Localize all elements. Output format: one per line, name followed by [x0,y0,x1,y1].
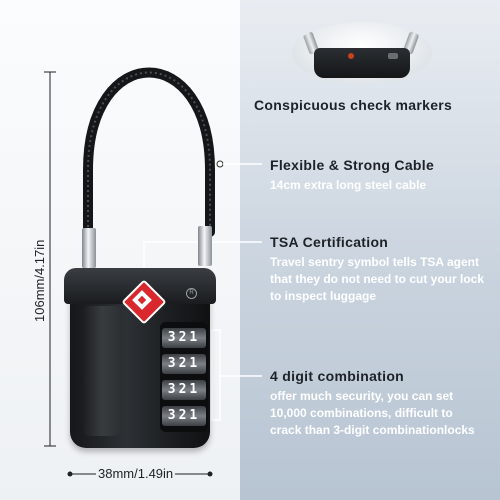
dial-wheel-4[interactable]: 321 [162,406,206,426]
check-marker-inset-photo [292,22,432,84]
feature-tsa-title: TSA Certification [270,234,389,250]
dial-wheel-2[interactable]: 321 [162,354,206,374]
dial-wheel-1[interactable]: 321 [162,328,206,348]
cable-collar-right [198,226,212,266]
height-dimension-label: 106mm/4.17in [32,239,47,322]
feature-cable-body: 14cm extra long steel cable [270,178,427,192]
feature-cable-title: Flexible & Strong Cable [270,157,435,173]
registered-mark-icon: R [186,288,197,299]
feature-combination-title: 4 digit combination [270,368,405,384]
inset-caption: Conspicuous check markers [254,97,453,113]
width-dimension-label: 38mm/1.49in [96,466,176,481]
cable-texture [87,71,211,262]
cable-collar-left [82,228,96,268]
feature-combination-body: offer much security, you can set 10,000 … [270,389,475,437]
lock-highlight [82,306,122,436]
dial-wheel-3[interactable]: 321 [162,380,206,400]
steel-cable [83,67,215,267]
feature-tsa-body: Travel sentry symbol tells TSA agent tha… [270,255,485,303]
